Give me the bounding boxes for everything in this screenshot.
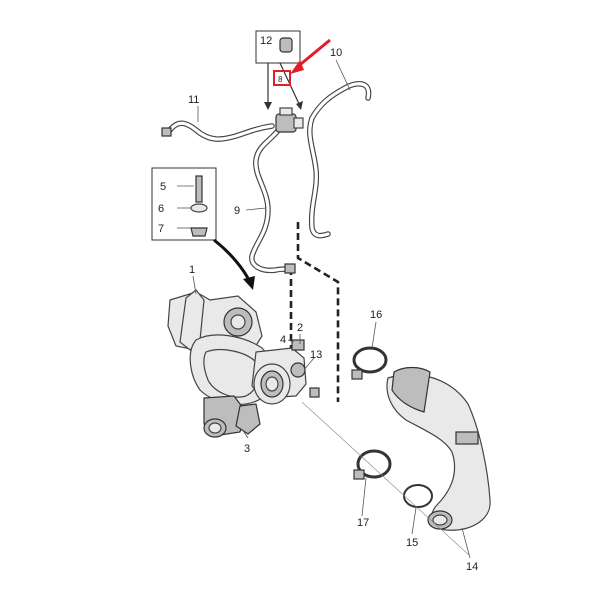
callout-17: 17 bbox=[357, 517, 369, 529]
hose-label-tag bbox=[455, 431, 479, 445]
valve-8 bbox=[275, 107, 304, 133]
actuator-3 bbox=[235, 403, 261, 435]
callout-14: 14 bbox=[466, 561, 478, 573]
callout-13: 13 bbox=[310, 349, 322, 361]
callout-5: 5 bbox=[160, 181, 166, 193]
callout-6: 6 bbox=[158, 203, 164, 215]
highlight-box-icon bbox=[273, 70, 291, 86]
compressor-outlet-2 bbox=[235, 339, 320, 435]
sensor-4 bbox=[291, 339, 305, 351]
callout-2: 2 bbox=[297, 322, 303, 334]
callout-10: 10 bbox=[330, 47, 342, 59]
o-ring-15 bbox=[403, 484, 433, 508]
red-arrow-icon bbox=[290, 38, 331, 74]
nut-7 bbox=[190, 227, 208, 237]
clamp-16 bbox=[351, 346, 388, 380]
callout-1: 1 bbox=[189, 264, 195, 276]
callout-16: 16 bbox=[370, 309, 382, 321]
stud-5 bbox=[195, 175, 203, 203]
bolt-13 bbox=[309, 387, 320, 398]
callout-3: 3 bbox=[244, 443, 250, 455]
callout-4: 4 bbox=[280, 334, 286, 346]
hose-9 bbox=[249, 125, 293, 274]
hose-clip-11 bbox=[161, 127, 172, 137]
hose-end-fitting bbox=[284, 263, 296, 274]
parts-box-12 bbox=[255, 30, 303, 110]
intake-hose-14 bbox=[386, 366, 491, 531]
clip-12 bbox=[279, 37, 293, 53]
washer-6 bbox=[190, 203, 208, 213]
callout-12: 12 bbox=[260, 35, 272, 47]
turbocharger-1 bbox=[167, 289, 272, 438]
route-line-a bbox=[296, 222, 340, 402]
callout-9: 9 bbox=[234, 205, 240, 217]
callout-7: 7 bbox=[158, 223, 164, 235]
hose-10 bbox=[307, 81, 372, 239]
parts-box-5-6-7 bbox=[151, 167, 217, 241]
callout-15: 15 bbox=[406, 537, 418, 549]
callout-8: 8 bbox=[278, 75, 283, 84]
hose-11 bbox=[161, 120, 275, 142]
clamp-17 bbox=[353, 449, 392, 480]
callout-11: 11 bbox=[188, 94, 199, 106]
